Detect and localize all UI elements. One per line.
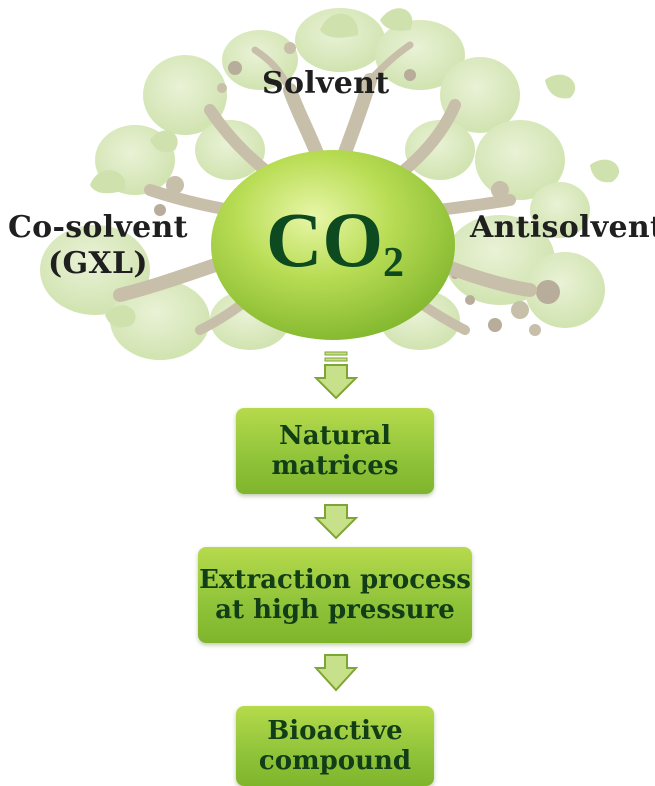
flow-arrow-1 — [313, 351, 359, 400]
solvent-label: Solvent — [262, 66, 390, 101]
step-bioactive-compound-line1: Bioactive — [267, 716, 403, 746]
flow-arrow-3 — [313, 654, 359, 692]
foliage-canopy — [40, 8, 605, 360]
cosolvent-label-line1: Co-solvent — [8, 210, 188, 245]
leaf-icons — [90, 8, 620, 328]
step-natural-matrices-line1: Natural — [279, 421, 391, 451]
co2-orb — [211, 150, 455, 340]
cosolvent-label-line2: (GXL) — [47, 246, 148, 281]
co2-formula: CO2 — [250, 200, 420, 303]
step-bioactive-compound: Bioactive compound — [236, 706, 434, 786]
step-natural-matrices: Natural matrices — [236, 408, 434, 494]
cosolvent-label: Co-solvent (GXL) — [8, 210, 188, 282]
co2-main: CO — [266, 196, 383, 283]
step-extraction-process-line2: at high pressure — [215, 595, 455, 625]
flow-arrow-2 — [313, 504, 359, 540]
step-bioactive-compound-line2: compound — [258, 746, 412, 776]
co2-subscript: 2 — [383, 240, 404, 286]
antisolvent-label: Antisolvent — [470, 210, 655, 245]
step-extraction-process-line1: Extraction process — [199, 565, 471, 595]
step-extraction-process: Extraction process at high pressure — [198, 547, 472, 643]
step-natural-matrices-line2: matrices — [271, 451, 399, 481]
